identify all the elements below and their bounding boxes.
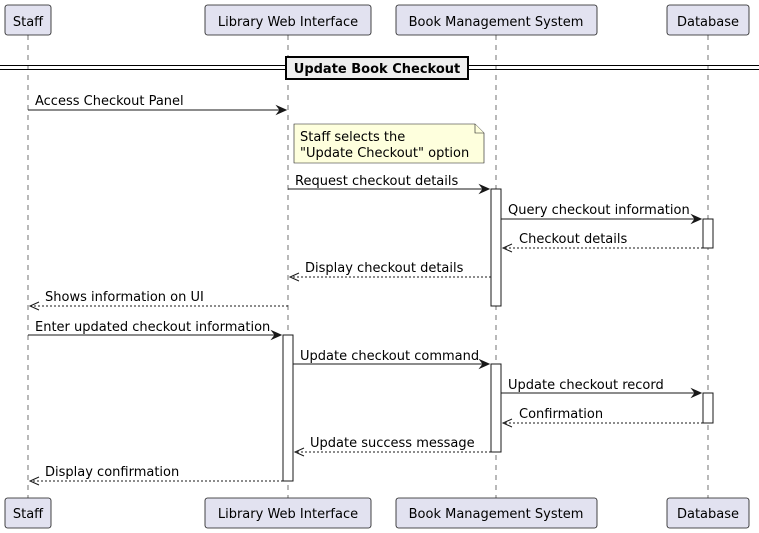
message-label: Query checkout information: [508, 203, 690, 218]
message-label: Update checkout record: [508, 378, 664, 393]
participant-staff-top: Staff: [4, 4, 52, 36]
participant-bms-top: Book Management System: [395, 4, 598, 36]
message-label: Checkout details: [519, 232, 627, 247]
message-update-checkout-command: Update checkout command: [293, 349, 491, 370]
message-label: Update success message: [310, 436, 475, 451]
participant-web-bottom: Library Web Interface: [204, 497, 372, 529]
note-line-1: Staff selects the: [300, 130, 405, 145]
message-update-success-message: Update success message: [293, 436, 491, 457]
activation-bms-2: [490, 363, 502, 453]
activation-db-1: [702, 218, 714, 249]
message-shows-information-on-ui: Shows information on UI: [28, 290, 288, 311]
message-label: Display confirmation: [45, 465, 179, 480]
message-label: Enter updated checkout information: [35, 320, 270, 335]
participant-label: Library Web Interface: [218, 507, 358, 522]
message-label: Access Checkout Panel: [35, 94, 184, 109]
participant-label: Database: [677, 507, 739, 522]
participant-label: Book Management System: [409, 507, 584, 522]
activation-bms-1: [490, 188, 502, 307]
participant-label: Library Web Interface: [218, 15, 358, 30]
divider-label: Update Book Checkout: [294, 62, 460, 77]
participant-label: Database: [677, 15, 739, 30]
section-divider: Update Book Checkout: [0, 56, 759, 80]
note: Staff selects the "Update Checkout" opti…: [293, 123, 485, 164]
participant-staff-bottom: Staff: [4, 497, 52, 529]
message-enter-updated-checkout-information: Enter updated checkout information: [28, 320, 283, 341]
participant-label: Staff: [13, 15, 44, 30]
message-update-checkout-record: Update checkout record: [501, 378, 703, 399]
participant-label: Staff: [13, 507, 44, 522]
message-query-checkout-information: Query checkout information: [501, 203, 703, 225]
message-access-checkout-panel: Access Checkout Panel: [28, 94, 288, 116]
activation-web-2: [282, 334, 294, 482]
message-label: Shows information on UI: [45, 290, 204, 305]
participant-db-bottom: Database: [666, 497, 750, 529]
message-label: Confirmation: [519, 407, 603, 422]
message-display-checkout-details: Display checkout details: [288, 261, 491, 282]
participant-db-top: Database: [666, 4, 750, 36]
message-display-confirmation: Display confirmation: [28, 465, 283, 486]
message-label: Display checkout details: [305, 261, 464, 276]
activation-db-2: [702, 392, 714, 424]
message-checkout-details-return: Checkout details: [501, 232, 703, 253]
note-line-2: "Update Checkout" option: [300, 146, 469, 161]
message-label: Update checkout command: [300, 349, 479, 364]
participant-label: Book Management System: [409, 15, 584, 30]
message-label: Request checkout details: [295, 174, 458, 189]
message-confirmation-return: Confirmation: [501, 407, 703, 428]
message-request-checkout-details: Request checkout details: [288, 174, 491, 195]
participant-web-top: Library Web Interface: [204, 4, 372, 36]
participant-bms-bottom: Book Management System: [395, 497, 598, 529]
